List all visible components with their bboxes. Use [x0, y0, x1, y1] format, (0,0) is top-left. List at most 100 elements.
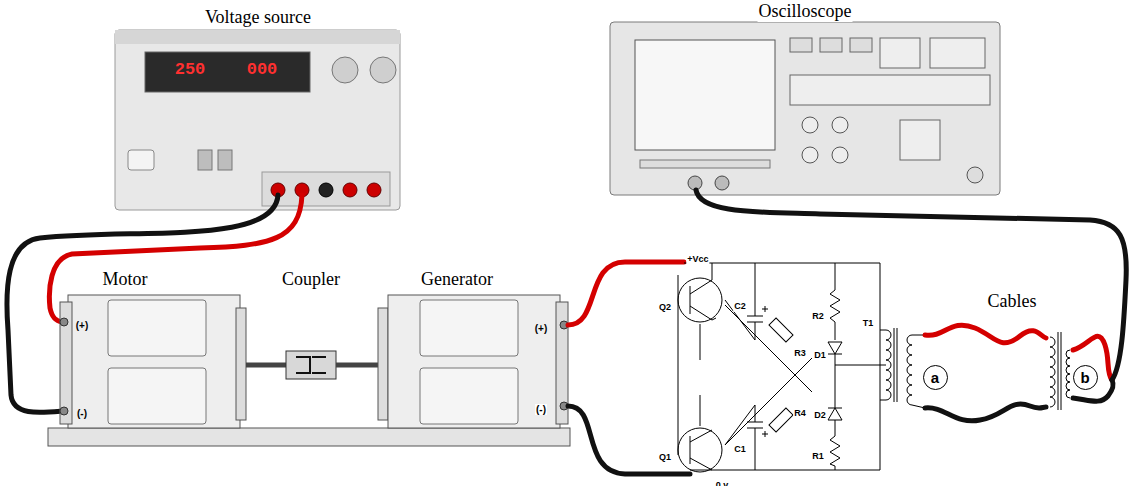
component-label: D1 — [813, 344, 827, 362]
oscillator-schematic-part — [828, 408, 842, 420]
device-caption: Oscilloscope — [758, 2, 853, 22]
oscilloscope-device-part — [802, 147, 818, 163]
component-label: R3 — [793, 342, 807, 360]
marker-letter: b — [1080, 370, 1089, 385]
oscilloscope-device-part — [790, 38, 812, 52]
component-label: T1 — [862, 319, 875, 329]
part-caption: Coupler — [281, 270, 341, 290]
device-caption: Voltage source — [204, 8, 312, 28]
oscilloscope-device-part — [880, 38, 920, 68]
oscilloscope-device-part — [635, 40, 775, 150]
oscilloscope-device-part — [900, 120, 940, 160]
component-label: C1 — [733, 445, 747, 455]
oscilloscope-device-part — [820, 38, 842, 52]
component-label: Q2 — [658, 296, 672, 314]
oscillator-schematic-part — [894, 328, 897, 402]
motor-generator-set-part — [48, 428, 570, 446]
component-label: D2 — [813, 404, 827, 422]
component-label: R1 — [811, 445, 825, 463]
oscillator-schematic-part — [725, 263, 763, 340]
display-digits: 250 — [174, 61, 207, 80]
cables-part — [925, 325, 1046, 343]
motor-generator-set-part — [420, 300, 518, 356]
voltage-source-device-part — [145, 52, 310, 92]
voltage-source-device-part — [115, 30, 400, 44]
oscillator-schematic-part — [700, 324, 701, 426]
oscilloscope-device-part — [832, 117, 848, 133]
motor-generator-set-part — [108, 368, 206, 424]
oscilloscope-device — [610, 22, 1000, 195]
motor-generator-set-part — [60, 407, 68, 415]
oscillator-schematic-part — [712, 263, 713, 280]
oscillator-schematic-part — [907, 335, 912, 405]
oscilloscope-device-part — [802, 117, 818, 133]
part-caption: Cables — [987, 292, 1038, 312]
oscillator-schematic-part — [1066, 350, 1070, 398]
polarity-mark — [762, 306, 768, 437]
motor-generator-set-part — [108, 300, 206, 356]
voltage-source-device-part — [343, 183, 357, 197]
oscillator-schematic-part — [725, 405, 763, 470]
component-label: D1 — [813, 351, 827, 361]
component-label: R3 — [793, 349, 807, 359]
terminal-label: (-) — [76, 408, 88, 419]
voltage-source-device-part — [262, 172, 390, 206]
component-label: Q1 — [658, 453, 672, 463]
polarity-mark-part — [762, 431, 768, 437]
marker-letter: a — [931, 370, 939, 385]
cables-part — [925, 404, 1046, 421]
generator-wires — [568, 262, 690, 474]
motor-generator-set-part — [246, 363, 286, 368]
oscillator-schematic-part — [678, 428, 722, 472]
part-caption: Generator — [420, 270, 494, 290]
oscillator-schematic-part — [725, 305, 812, 392]
device-caption: Voltage source — [204, 8, 312, 28]
oscilloscope-device-part — [640, 160, 770, 168]
motor-generator-set-part — [336, 363, 378, 368]
oscillator-schematic-part — [830, 420, 840, 470]
cables-part — [696, 190, 1126, 380]
component-label: T1 — [862, 312, 875, 330]
terminal-label: (-) — [535, 404, 547, 415]
generator-wires-part — [568, 262, 684, 325]
oscillator-schematic-part — [678, 278, 722, 322]
cables — [696, 190, 1126, 421]
voltage-source-device-part — [128, 150, 154, 170]
terminal-label: (+) — [75, 315, 90, 333]
voltage-source-device — [115, 30, 400, 210]
oscillator-schematic-part — [690, 430, 712, 470]
motor-generator-set — [48, 295, 570, 446]
component-label: C2 — [733, 302, 747, 312]
display-digits: 250 — [174, 60, 207, 80]
oscillator-schematic-part — [868, 365, 886, 366]
voltage-source-device-part — [367, 183, 381, 197]
supply-label: +Vcc — [686, 255, 709, 265]
oscillator-schematic-part — [1050, 337, 1055, 407]
display-digits: 000 — [246, 60, 279, 80]
oscillator-schematic-part — [828, 342, 842, 408]
circled-marker: b — [1073, 365, 1098, 390]
voltage-source-device-part — [332, 57, 358, 83]
motor-generator-set-part — [60, 302, 72, 424]
oscillator-schematic-part — [769, 318, 793, 342]
voltage-source-device-part — [319, 183, 333, 197]
motor-generator-set-part — [296, 357, 326, 373]
component-label: R2 — [811, 305, 825, 323]
circled-marker: a — [923, 365, 948, 390]
voltage-source-device-part — [115, 30, 400, 210]
oscilloscope-device-part — [930, 38, 985, 68]
terminal-label: (+) — [75, 320, 90, 331]
motor-generator-set-part — [286, 351, 336, 379]
motor-generator-set-part — [420, 368, 518, 424]
terminal-label: (+) — [534, 323, 549, 334]
oscilloscope-device-part — [790, 75, 990, 105]
oscillator-schematic-part — [830, 263, 840, 340]
part-caption: Coupler — [281, 270, 341, 290]
component-label: C2 — [733, 295, 747, 313]
voltage-source-device-part — [370, 57, 396, 83]
motor-generator-set-part — [236, 308, 246, 420]
oscillator-schematic-part — [690, 280, 716, 320]
part-caption: Cables — [987, 292, 1038, 312]
